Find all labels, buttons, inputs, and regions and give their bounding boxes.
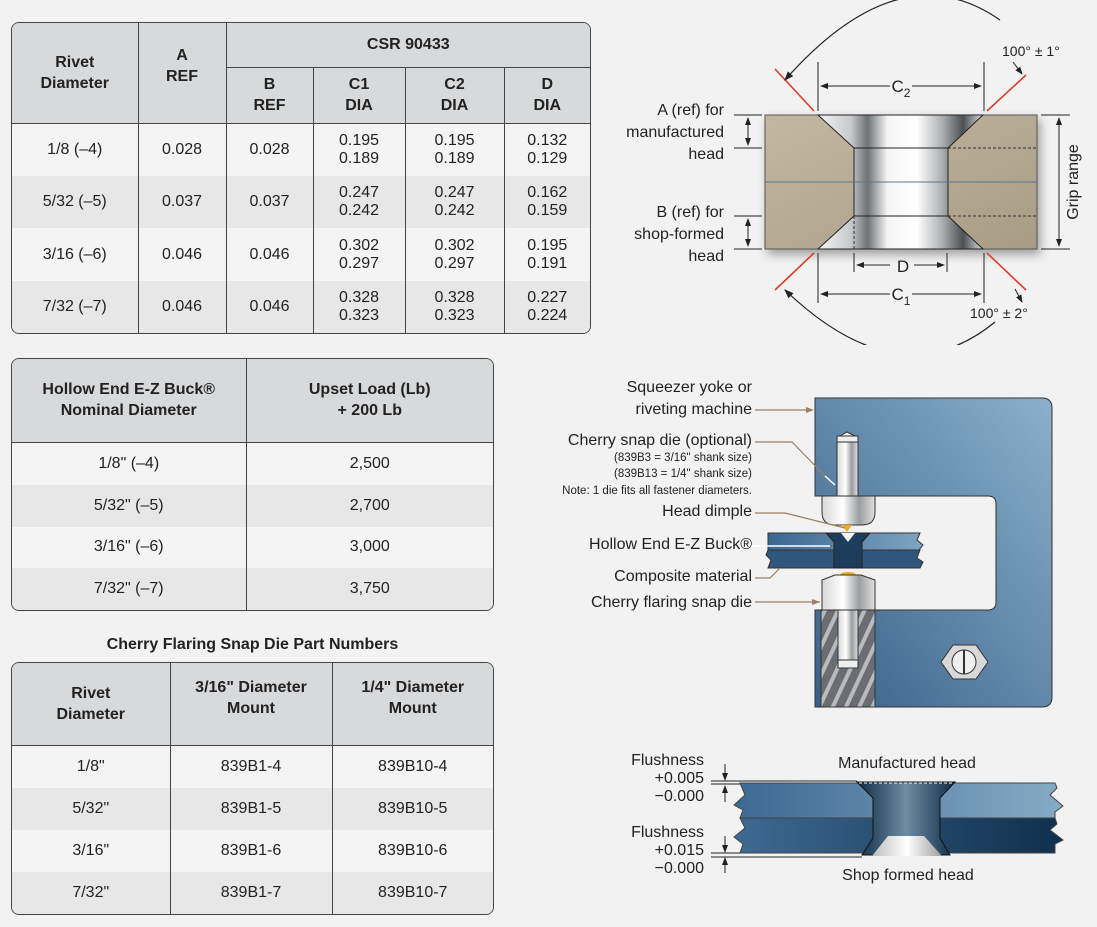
cell-diameter: 3/16" (–6) [12,526,247,569]
cell-b-ref: 0.028 [226,123,314,177]
table-row: 5/32 (–5) 0.037 0.037 0.247 0.242 0.247 … [12,176,590,229]
cell-c2-dia: 0.302 0.297 [405,228,505,281]
squeezer-diagram [750,397,1053,708]
table-row: 7/32" 839B1-7 839B10-7 [12,872,493,914]
cell-a-ref: 0.046 [138,280,227,333]
c1-label: C1 [892,285,911,308]
cell-load: 3,750 [246,568,493,610]
cell-diameter: 3/16" [12,830,171,873]
table-row: 5/32" 839B1-5 839B10-5 [12,788,493,831]
cell-b-ref: 0.046 [226,280,314,333]
header-a-ref: A REF [138,23,227,124]
shop-formed-head-label: Shop formed head [842,867,974,884]
cell-c1-dia: 0.247 0.242 [313,176,406,229]
a-ref-label: A (ref) for manufactured head [626,102,724,163]
part-numbers-title: Cherry Flaring Snap Die Part Numbers [106,636,399,653]
cell-diameter: 5/32" (–5) [12,484,247,527]
header-rivet-diameter: Rivet Diameter [12,663,171,746]
cell-c1-dia: 0.195 0.189 [313,123,406,177]
header-316-mount: 3/16" Diameter Mount [170,663,333,746]
snap-die-note-1: (839B3 = 3/16" shank size) [613,452,752,464]
yoke-label: Squeezer yoke or riveting machine [626,379,752,418]
cell-14-mount: 839B10-4 [332,745,493,789]
cell-c2-dia: 0.247 0.242 [405,176,505,229]
c2-label: C2 [892,77,911,100]
part-numbers-table: Rivet Diameter 3/16" Diameter Mount 1/4"… [11,662,494,915]
cell-diameter: 5/32 (–5) [12,176,139,229]
cell-b-ref: 0.037 [226,176,314,229]
cell-a-ref: 0.037 [138,176,227,229]
d-label: D [897,257,909,276]
table-row: 1/8" 839B1-4 839B10-4 [12,745,493,789]
cell-d-dia: 0.227 0.224 [504,280,590,333]
cell-diameter: 1/8 (–4) [12,123,139,177]
header-c1-dia: C1 DIA [313,67,406,124]
head-dimple-label: Head dimple [662,503,752,520]
header-d-dia: D DIA [504,67,590,124]
cell-load: 3,000 [246,526,493,569]
snap-die-note-2: (839B13 = 1/4" shank size) [613,468,752,480]
cell-load: 2,700 [246,484,493,527]
table-row: 7/32" (–7) 3,750 [12,568,493,610]
header-rivet-diameter: Rivet Diameter [12,23,139,124]
angle-bottom-label: 100° ± 2° [970,305,1028,321]
cell-316-mount: 839B1-6 [170,830,333,873]
header-nominal-diameter: Hollow End E-Z Buck® Nominal Diameter [12,359,247,443]
b-ref-label: B (ref) for shop-formed head [634,204,724,265]
angle-top-label: 100° ± 1° [1002,43,1060,59]
cell-b-ref: 0.046 [226,228,314,281]
composite-material-label: Composite material [614,568,752,585]
table-row: 1/8" (–4) 2,500 [12,442,493,485]
flaring-die-label: Cherry flaring snap die [591,594,752,611]
cell-316-mount: 839B1-4 [170,745,333,789]
cell-c1-dia: 0.302 0.297 [313,228,406,281]
upset-load-table: Hollow End E-Z Buck® Nominal Diameter Up… [11,358,494,611]
cell-14-mount: 839B10-5 [332,788,493,831]
cell-diameter: 7/32 (–7) [12,280,139,333]
cell-diameter: 7/32" (–7) [12,568,247,610]
cell-diameter: 1/8" [12,745,171,789]
cell-diameter: 5/32" [12,788,171,831]
cell-c2-dia: 0.195 0.189 [405,123,505,177]
cell-a-ref: 0.028 [138,123,227,177]
table-row: 3/16" (–6) 3,000 [12,526,493,569]
header-b-ref: B REF [226,67,314,124]
dimensions-table: Rivet Diameter A REF CSR 90433 B REF C1 … [11,22,591,334]
cross-section-diagram: C2 C1 D Grip range 100° ± 1° 100° ± 2° [734,0,1082,345]
cell-14-mount: 839B10-7 [332,872,493,914]
table-row: 3/16" 839B1-6 839B10-6 [12,830,493,873]
table-row: 3/16 (–6) 0.046 0.046 0.302 0.297 0.302 … [12,228,590,281]
header-c2-dia: C2 DIA [405,67,505,124]
flushness-top-label: Flushness +0.005 −0.000 [631,752,704,805]
header-csr-group: CSR 90433 [226,23,590,68]
header-upset-load: Upset Load (Lb) + 200 Lb [246,359,493,443]
grip-range-label: Grip range [1065,144,1082,220]
cell-diameter: 3/16 (–6) [12,228,139,281]
header-14-mount: 1/4" Diameter Mount [332,663,493,746]
table-row: 7/32 (–7) 0.046 0.046 0.328 0.323 0.328 … [12,280,590,333]
manufactured-head-label: Manufactured head [838,755,976,772]
cell-c2-dia: 0.328 0.323 [405,280,505,333]
cell-diameter: 1/8" (–4) [12,442,247,485]
flushness-bottom-label: Flushness +0.015 −0.000 [631,824,704,877]
table-row: 5/32" (–5) 2,700 [12,484,493,527]
cell-c1-dia: 0.328 0.323 [313,280,406,333]
cell-316-mount: 839B1-5 [170,788,333,831]
cell-d-dia: 0.162 0.159 [504,176,590,229]
cell-316-mount: 839B1-7 [170,872,333,914]
cell-load: 2,500 [246,442,493,485]
cell-diameter: 7/32" [12,872,171,914]
cell-d-dia: 0.195 0.191 [504,228,590,281]
snap-die-note-3: Note: 1 die fits all fastener diameters. [562,485,752,497]
cell-a-ref: 0.046 [138,228,227,281]
cell-d-dia: 0.132 0.129 [504,123,590,177]
table-row: 1/8 (–4) 0.028 0.028 0.195 0.189 0.195 0… [12,123,590,177]
flushness-diagram: Manufactured head Shop formed head [711,755,1064,884]
cell-14-mount: 839B10-6 [332,830,493,873]
snap-die-label: Cherry snap die (optional) [567,432,752,449]
ez-buck-label: Hollow End E-Z Buck® [589,536,752,553]
